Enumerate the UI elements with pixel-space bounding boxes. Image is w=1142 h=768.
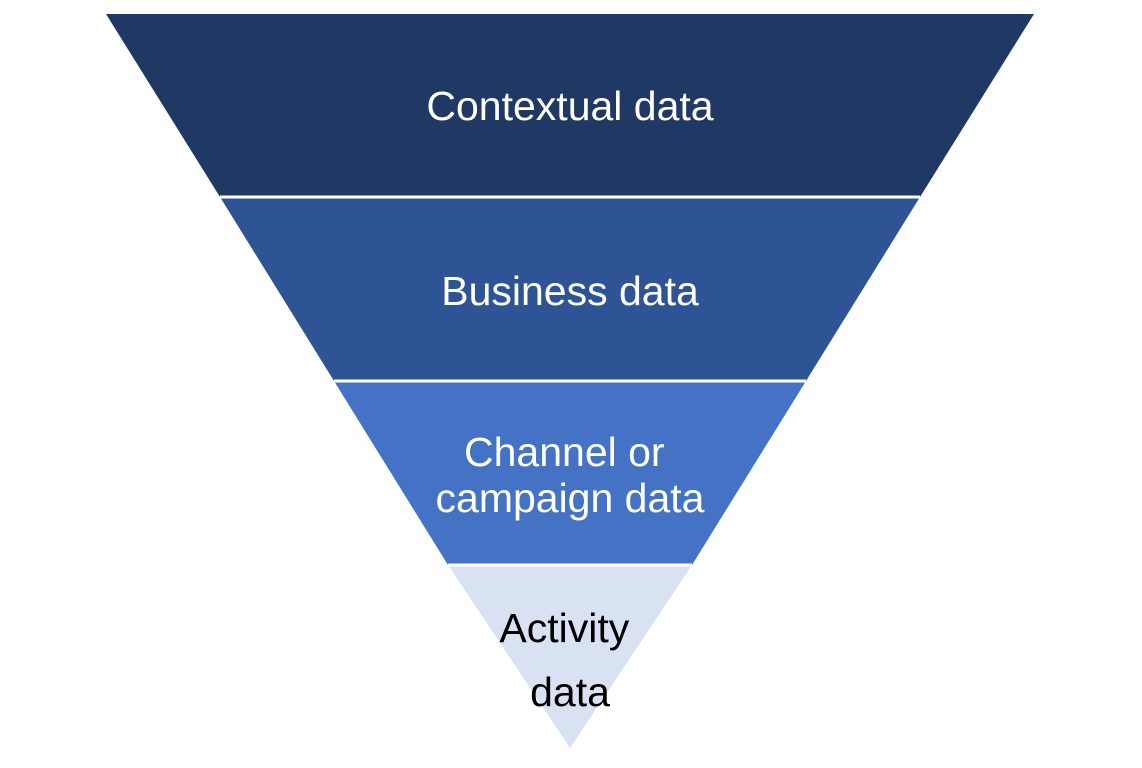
level-3-segment <box>334 381 806 565</box>
level-4-label: Activity data <box>499 605 640 715</box>
level-4-segment <box>448 565 692 748</box>
level-1-label: Contextual data <box>426 83 713 129</box>
level-2-label: Business data <box>441 268 699 314</box>
level-1-segment <box>106 14 1034 197</box>
level-2-segment <box>220 197 920 381</box>
level-3-label: Channel or campaign data <box>436 429 705 521</box>
